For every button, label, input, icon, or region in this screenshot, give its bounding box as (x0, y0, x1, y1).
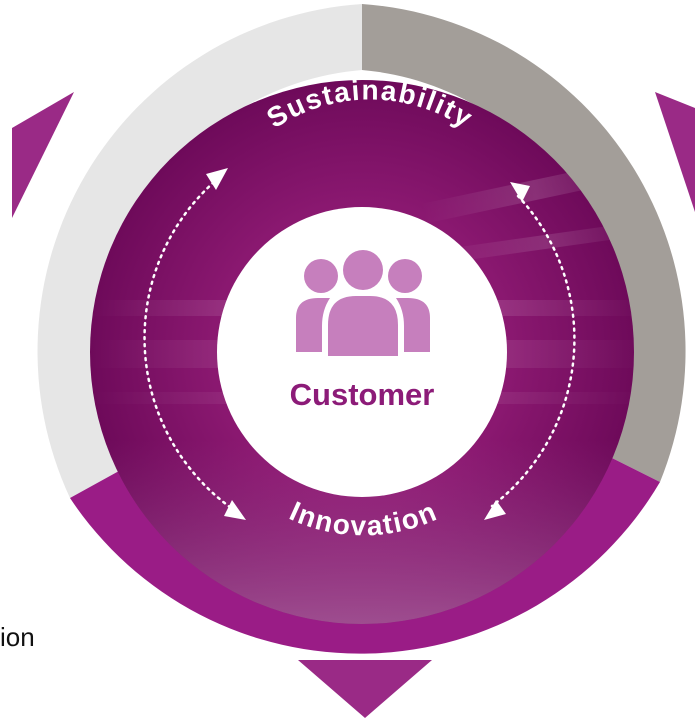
outer-ring-right-segment (362, 4, 686, 482)
bottom-arrow-pointer (298, 660, 432, 718)
left-partial-label: ion (0, 622, 35, 652)
right-dotted-arrow (490, 194, 576, 508)
arrowhead-top-right (510, 182, 530, 202)
arrowhead-bottom-right (484, 500, 506, 520)
arrowhead-bottom-left (224, 500, 246, 520)
left-dotted-arrow (143, 180, 236, 512)
left-arrow-pointer (12, 92, 74, 218)
arrowhead-top-left (206, 168, 228, 190)
right-arrow-pointer (655, 92, 695, 212)
outer-ring-bottom-segment (70, 452, 660, 654)
outer-ring-left-segment (37, 4, 363, 498)
arrowheads (206, 168, 530, 520)
people-group-icon (296, 250, 430, 356)
center-label: Customer (290, 377, 435, 412)
cycle-arrows (143, 180, 576, 512)
